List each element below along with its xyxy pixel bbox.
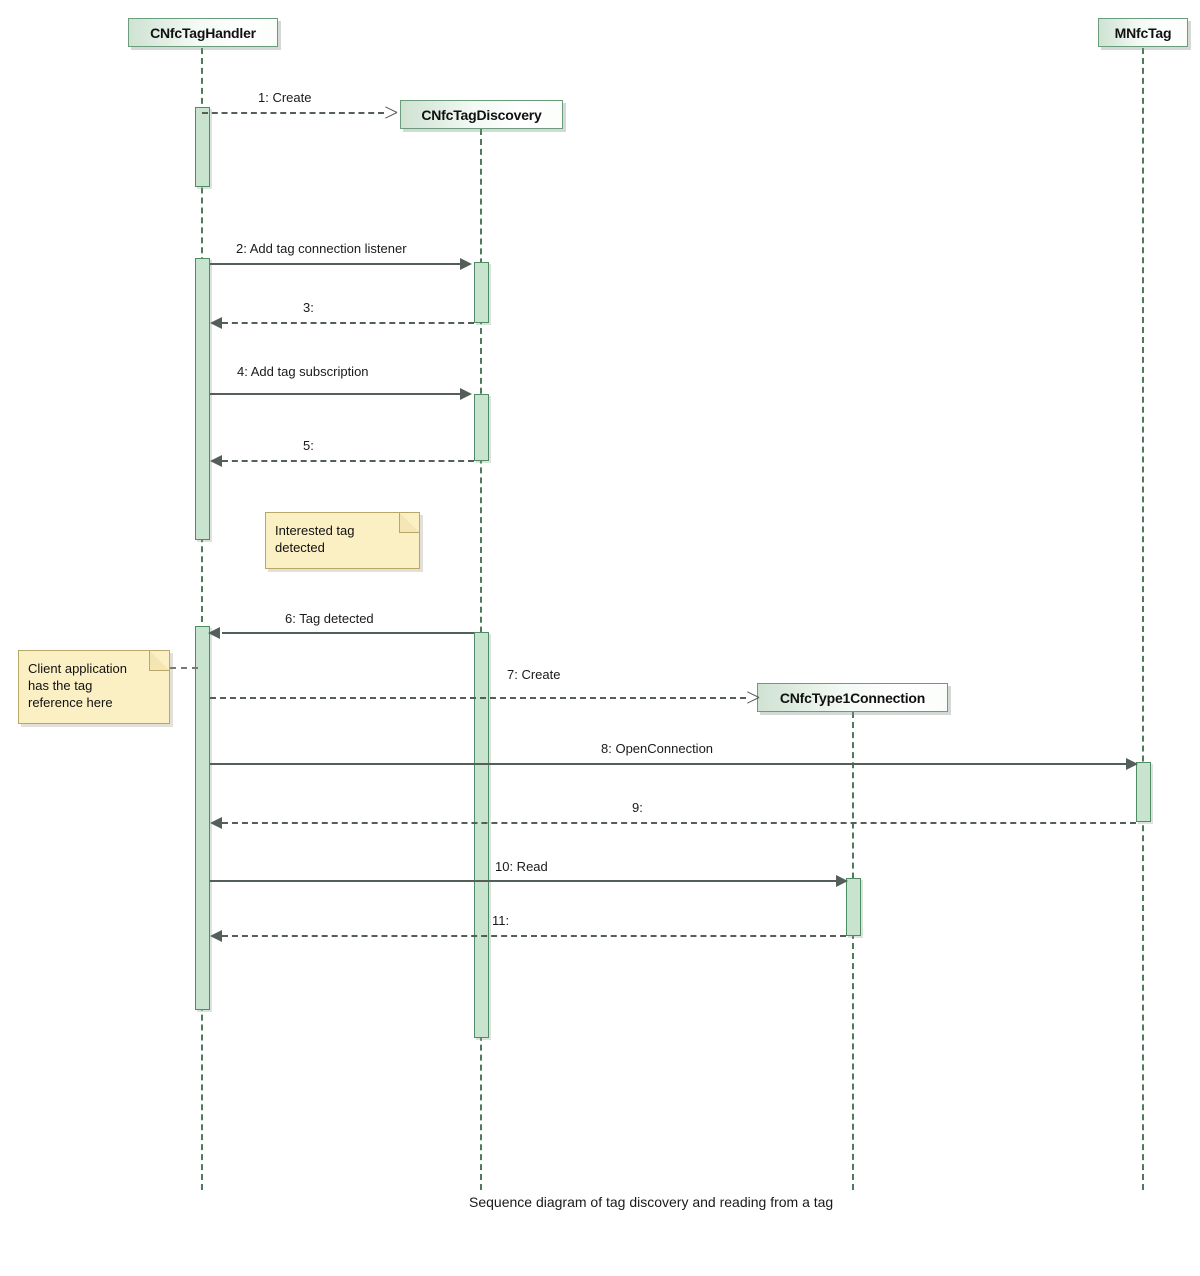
message-label-5: 5: bbox=[303, 438, 314, 453]
message-line-5[interactable] bbox=[222, 460, 474, 462]
note-client-app[interactable]: Client application has the tag reference… bbox=[18, 650, 170, 724]
message-label-10: 10: Read bbox=[495, 859, 548, 874]
participant-cnfctype1connection[interactable]: CNfcType1Connection bbox=[757, 683, 948, 712]
message-line-10[interactable] bbox=[210, 880, 836, 882]
message-line-1[interactable] bbox=[202, 112, 384, 114]
message-arrowhead-2 bbox=[460, 258, 472, 270]
activation-discovery-2 bbox=[474, 394, 489, 461]
participant-cnfctaghandler[interactable]: CNfcTagHandler bbox=[128, 18, 278, 47]
activation-discovery-3 bbox=[474, 632, 489, 1038]
message-arrowhead-1 bbox=[384, 112, 397, 125]
message-label-11: 11: bbox=[492, 913, 510, 928]
participant-cnfctagdiscovery[interactable]: CNfcTagDiscovery bbox=[400, 100, 563, 129]
message-arrowhead-4 bbox=[460, 388, 472, 400]
note-client-app-line-1: Client application bbox=[28, 661, 128, 676]
note-interested-tag-line-1: Interested tag bbox=[275, 523, 355, 538]
message-arrowhead-6 bbox=[208, 627, 220, 639]
note-client-app-line-2: has the tag bbox=[28, 678, 93, 693]
activation-handler-1 bbox=[195, 107, 210, 187]
activation-handler-3 bbox=[195, 626, 210, 1010]
note-client-app-body: Client application has the tag reference… bbox=[28, 660, 161, 711]
message-arrowhead-5 bbox=[210, 455, 222, 467]
note-fold-icon bbox=[399, 512, 420, 533]
lifeline-cnfctaghandler bbox=[201, 48, 203, 1190]
message-arrowhead-3 bbox=[210, 317, 222, 329]
diagram-caption: Sequence diagram of tag discovery and re… bbox=[469, 1194, 834, 1210]
message-label-8: 8: OpenConnection bbox=[601, 741, 714, 756]
message-arrowhead-11 bbox=[210, 930, 222, 942]
message-line-6[interactable] bbox=[222, 632, 474, 634]
participant-label-cnfctagdiscovery: CNfcTagDiscovery bbox=[421, 106, 542, 123]
message-line-4[interactable] bbox=[210, 393, 460, 395]
message-label-7: 7: Create bbox=[507, 667, 561, 682]
participant-label-cnfctaghandler: CNfcTagHandler bbox=[150, 24, 256, 41]
note-client-app-connector bbox=[170, 667, 198, 669]
note-fold-icon bbox=[149, 650, 170, 671]
activation-tag-1 bbox=[1136, 762, 1151, 822]
lifeline-cnfctype1connection bbox=[852, 712, 854, 1190]
lifeline-mnfctag bbox=[1142, 48, 1144, 1190]
activation-connection-1 bbox=[846, 878, 861, 936]
message-line-7[interactable] bbox=[210, 697, 746, 699]
participant-mnfctag[interactable]: MNfcTag bbox=[1098, 18, 1188, 47]
message-label-2: 2: Add tag connection listener bbox=[236, 241, 407, 256]
message-label-6: 6: Tag detected bbox=[285, 611, 374, 626]
message-label-1: 1: Create bbox=[258, 90, 312, 105]
message-label-4: 4: Add tag subscription bbox=[237, 364, 369, 379]
message-arrowhead-9 bbox=[210, 817, 222, 829]
message-line-11[interactable] bbox=[222, 935, 846, 937]
message-arrowhead-7 bbox=[746, 697, 759, 710]
message-line-3[interactable] bbox=[222, 322, 474, 324]
activation-handler-2 bbox=[195, 258, 210, 540]
message-label-3: 3: bbox=[303, 300, 314, 315]
note-interested-tag-body: Interested tag detected bbox=[275, 522, 411, 556]
message-arrowhead-8 bbox=[1126, 758, 1138, 770]
participant-label-cnfctype1connection: CNfcType1Connection bbox=[779, 689, 926, 706]
message-line-9[interactable] bbox=[222, 822, 1136, 824]
message-label-9: 9: bbox=[632, 800, 643, 815]
participant-label-mnfctag: MNfcTag bbox=[1114, 24, 1172, 41]
activation-discovery-1 bbox=[474, 262, 489, 323]
note-interested-tag-line-2: detected bbox=[275, 540, 325, 555]
note-client-app-line-3: reference here bbox=[28, 695, 113, 710]
message-line-2[interactable] bbox=[210, 263, 460, 265]
message-arrowhead-10 bbox=[836, 875, 848, 887]
note-interested-tag[interactable]: Interested tag detected bbox=[265, 512, 420, 569]
message-line-8[interactable] bbox=[210, 763, 1126, 765]
